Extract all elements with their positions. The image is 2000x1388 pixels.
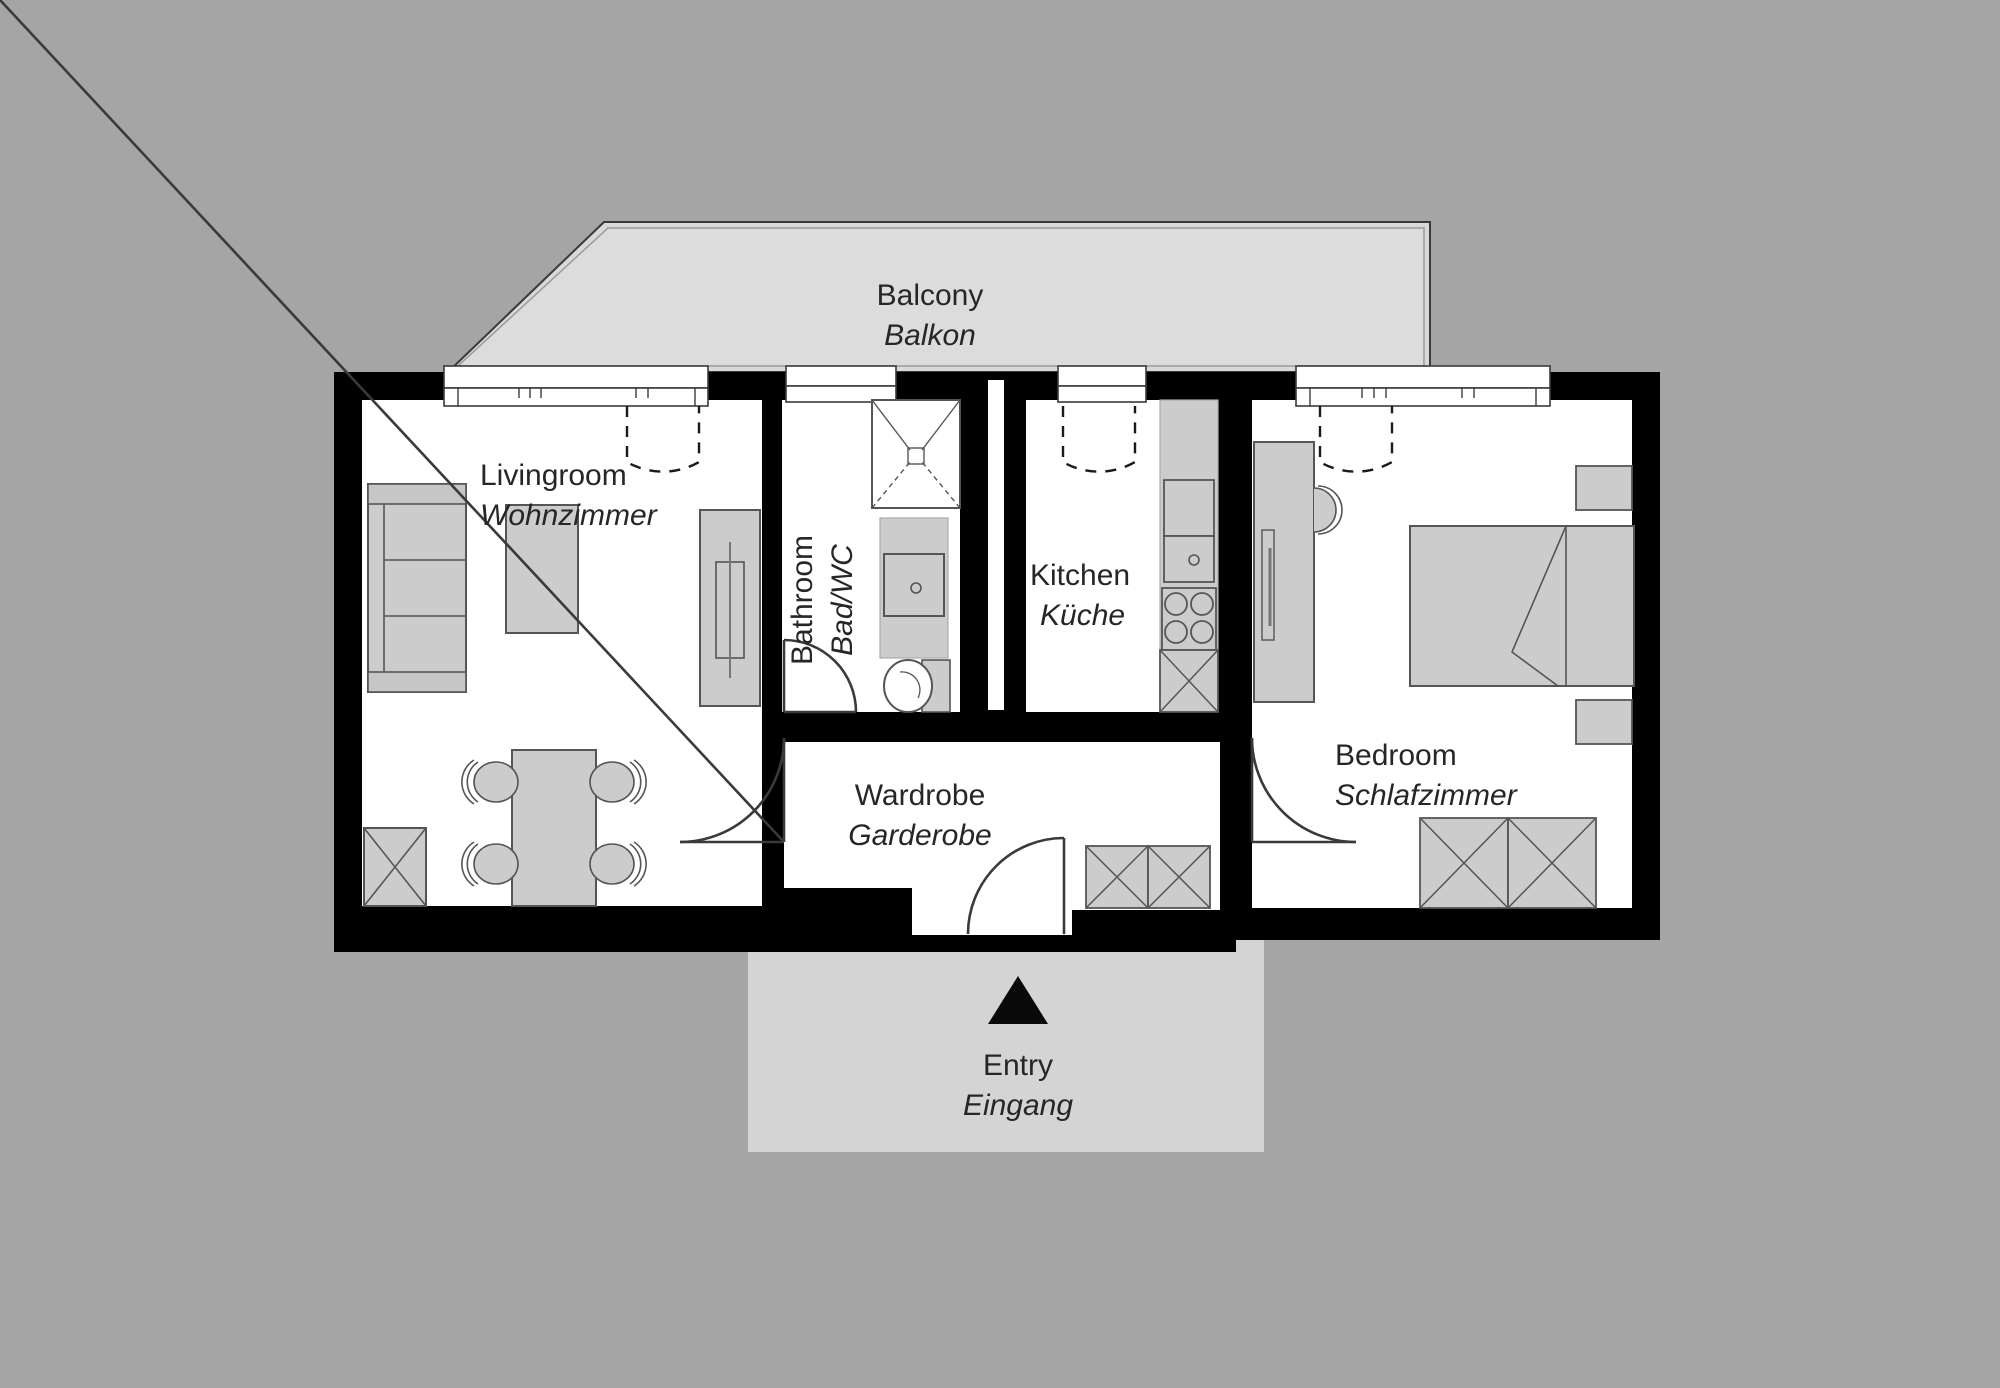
kitchen-sink — [1163, 479, 1215, 583]
service-shaft — [988, 380, 1004, 710]
wardrobe-hall — [0, 0, 1211, 935]
bedroom-balcony-door-swing — [1318, 406, 1394, 473]
entry-arrow-icon — [988, 976, 1048, 1024]
cabinet-x-bedroom — [1419, 817, 1597, 909]
kitchen-window — [1057, 365, 1147, 403]
livingroom-furniture — [363, 483, 761, 907]
cabinet-x-kitchen — [1159, 649, 1219, 713]
bedroom-window — [1295, 365, 1551, 407]
kitchen-label-de: Küche — [1040, 599, 1125, 632]
bedroom-label-de: Schlafzimmer — [1335, 779, 1518, 812]
entry-label-en: Entry — [983, 1049, 1053, 1082]
livingroom-label-de: Wohnzimmer — [480, 499, 658, 532]
vanity-sink — [879, 517, 949, 659]
cabinet-x-hall — [1085, 845, 1211, 909]
wardrobe-label-de: Garderobe — [848, 819, 991, 852]
balcony-label-en: Balcony — [877, 279, 984, 312]
sofa — [367, 483, 467, 693]
entry-area — [748, 930, 1264, 1152]
entry-door — [966, 836, 1066, 935]
bedroom-door — [1250, 737, 1357, 844]
bathroom-label-de: Bad/WC — [826, 544, 859, 656]
sideboard — [699, 509, 761, 707]
bathroom-fixtures — [782, 399, 961, 714]
kitchen-label-en: Kitchen — [1030, 559, 1130, 592]
living-balcony-door-swing — [625, 406, 701, 473]
livingroom-door — [0, 0, 786, 844]
bedroom-label-en: Bedroom — [1335, 739, 1457, 772]
nightstand-bottom — [1575, 699, 1633, 745]
room-labels: Balcony Balkon Livingroom Wohnzimmer Bat… — [480, 279, 1518, 1122]
dining-chairs — [461, 759, 647, 887]
bathroom-door — [782, 638, 858, 714]
cabinet-x-living — [363, 827, 427, 907]
double-bed — [1409, 525, 1635, 687]
livingroom-label-en: Livingroom — [480, 459, 627, 492]
nightstand-top — [1575, 465, 1633, 511]
bedroom-wardrobe — [1253, 441, 1343, 703]
bedroom-furniture — [1250, 441, 1635, 909]
dining-table — [511, 749, 597, 907]
living-window — [443, 365, 709, 407]
bath-window — [785, 365, 897, 403]
balcony-door-swings — [625, 406, 1394, 473]
kitchen-fixtures — [1159, 399, 1219, 713]
interior-partitions — [334, 372, 1660, 952]
wardrobe-label-en: Wardrobe — [855, 779, 986, 812]
entry-label-de: Eingang — [963, 1089, 1073, 1122]
coffee-table — [505, 504, 579, 634]
balcony-label-de: Balkon — [884, 319, 976, 352]
cooktop — [1161, 587, 1217, 651]
shower — [871, 399, 961, 509]
kitchen-balcony-door-swing — [1061, 406, 1137, 473]
bathroom-label-en: Bathroom — [786, 535, 819, 665]
toilet — [883, 659, 951, 713]
windows-group — [443, 365, 1551, 407]
